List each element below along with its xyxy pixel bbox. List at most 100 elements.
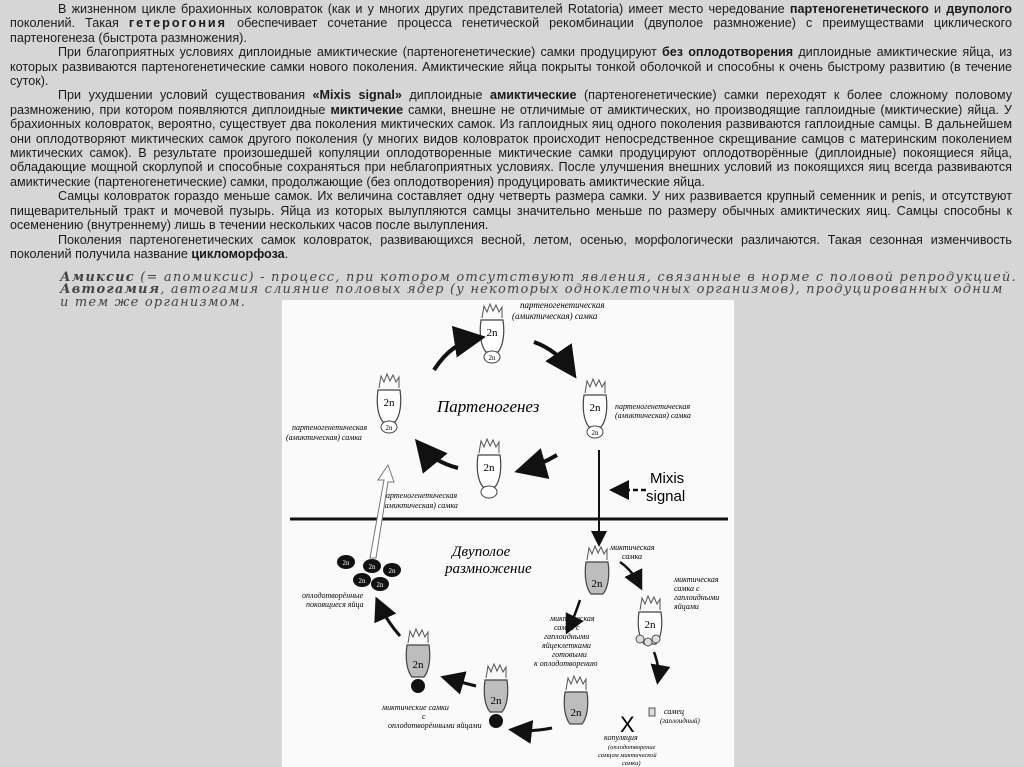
egg-label: 2n xyxy=(386,424,394,432)
cycle-arrow xyxy=(514,448,559,479)
copulation-label: (оплодотворение xyxy=(608,744,656,751)
mictic-haploid-label: миктическая xyxy=(673,575,719,584)
rotifer-life-cycle-diagram: 2n 2n партеногенетическая (амиктическая)… xyxy=(282,300,734,767)
left-female-label: партеногенетическая xyxy=(292,423,367,432)
paragraph-heterogony: В жизненном цикле брахионных коловраток … xyxy=(10,2,1012,45)
cycle-arrow xyxy=(619,560,643,591)
copulation-label: копуляция xyxy=(604,733,638,742)
term-bold: двуполого xyxy=(946,2,1012,16)
mictic-ready-label: к оплодотворению xyxy=(534,659,598,668)
ploidy-label: 2n xyxy=(487,327,499,339)
definition-text: (= апомиксис) - процесс, при котором отс… xyxy=(134,270,1017,285)
definition-term: Амиксис xyxy=(60,270,135,285)
ploidy-label: 2n xyxy=(571,707,583,719)
mictic-female-label: миктическая xyxy=(609,543,655,552)
bottom-female: 2n xyxy=(476,438,502,499)
para-text: диплоидные xyxy=(401,88,490,103)
mictic-female-ready: 2n xyxy=(563,675,589,725)
paragraph-mixis: При ухудшении условий существования «Mix… xyxy=(10,88,1012,189)
term-bold: партеногенетического xyxy=(789,2,929,16)
mictic-female-haploid: 2n xyxy=(635,595,663,647)
cycle-arrow xyxy=(440,671,477,695)
definition-autogamy: Автогамия, автогамия слияние половых яде… xyxy=(60,283,1010,309)
bottom-female-label: партеногенетическая xyxy=(382,491,457,500)
paragraph-cyclomorphosis: Поколения партеногенетических самок коло… xyxy=(10,233,1012,262)
mictic-female: 2n xyxy=(584,545,610,595)
parthenogenesis-label: Партеногенез xyxy=(436,397,540,416)
mictic-female-label: самка xyxy=(622,552,642,561)
para-text: При благоприятных условиях диплоидные ам… xyxy=(58,45,662,60)
term-bold: без оплодотворения xyxy=(661,45,794,60)
right-female-label: (амиктическая) самка xyxy=(615,411,691,420)
para-text: обеспечивает сочетание процесса генетиче… xyxy=(10,16,1012,45)
male-icon xyxy=(648,707,656,717)
left-female: 2n 2n xyxy=(376,373,402,434)
cycle-arrow xyxy=(533,340,577,379)
right-female: 2n 2n xyxy=(582,378,608,439)
mictic-ready-label: яйцеклетками xyxy=(541,641,591,650)
mictic-female-fertilized-1: 2n xyxy=(405,628,431,693)
egg-label: 2n xyxy=(389,567,397,575)
ploidy-label: 2n xyxy=(491,695,503,707)
term-bold: амиктические xyxy=(489,88,577,103)
cycle-arrow xyxy=(565,599,584,635)
cycle-arrow xyxy=(414,438,459,474)
right-female-label: партеногенетическая xyxy=(615,402,690,411)
para-text: (партеногенетические) самки переходят к … xyxy=(10,88,1012,117)
egg-label: 2n xyxy=(359,577,367,585)
para-text: При ухудшении условий существования xyxy=(58,88,313,103)
top-female-label: (амиктическая) самка xyxy=(512,311,598,321)
term-bold: «Mixis signal» xyxy=(312,88,402,103)
mictic-ready-label: самка с xyxy=(554,623,580,632)
top-female-label: партеногенетическая xyxy=(520,300,605,310)
cycle-arrow xyxy=(374,596,402,637)
male-label: (гаплоидный) xyxy=(660,717,700,725)
bottom-female-label: (амиктическая) самка xyxy=(382,501,458,510)
left-female-label: (амиктическая) самка xyxy=(286,433,362,442)
egg-label: 2n xyxy=(489,354,497,362)
cycle-arrow xyxy=(650,651,671,685)
para-text: самки, внешне не отличимые от амиктическ… xyxy=(10,102,1012,189)
para-text: Поколения партеногенетических самок коло… xyxy=(10,232,1012,261)
egg-label: 2n xyxy=(343,559,351,567)
cross-symbol: X xyxy=(620,712,635,737)
sexual-label: размножение xyxy=(444,561,532,577)
resting-eggs-label: оплодотворённые xyxy=(302,591,364,600)
mictic-fertilized-label: оплодотворёнными яйцами xyxy=(388,721,482,730)
mictic-fertilized-label: миктические самки xyxy=(381,703,449,712)
para-text: поколений. Такая xyxy=(10,16,129,31)
mictic-female-fertilized-2: 2n xyxy=(483,663,509,728)
para-text: и xyxy=(928,2,947,16)
paragraph-favorable: При благоприятных условиях диплоидные ам… xyxy=(10,45,1012,88)
para-text: . xyxy=(284,246,289,261)
mictic-fertilized-label: с xyxy=(422,712,426,721)
sexual-label: Двуполое xyxy=(450,544,511,560)
top-female: 2n 2n xyxy=(479,303,505,364)
ploidy-label: 2n xyxy=(592,578,604,590)
resting-eggs: 2n 2n 2n 2n 2n xyxy=(337,555,401,591)
ploidy-label: 2n xyxy=(590,402,602,414)
copulation-label: самки) xyxy=(622,760,641,767)
egg-label: 2n xyxy=(369,563,377,571)
para-text: диплоидные амиктические яйца, из которых… xyxy=(10,45,1013,89)
para-text: В жизненном цикле брахионных коловраток … xyxy=(58,2,790,16)
definition-term: Автогамия xyxy=(60,282,161,297)
copulation-label: самцом миктической xyxy=(598,752,657,759)
mixis-label: Mixis xyxy=(650,470,684,487)
mictic-haploid-label: яйцами xyxy=(673,602,699,611)
mictic-ready-label: готовыми xyxy=(552,650,587,659)
ploidy-label: 2n xyxy=(384,397,396,409)
ploidy-label: 2n xyxy=(645,619,657,631)
male-label: самец xyxy=(664,707,684,716)
paragraph-males: Самцы коловраток гораздо меньше самок. И… xyxy=(10,189,1012,232)
para-text: Самцы коловраток гораздо меньше самок. И… xyxy=(10,189,1012,233)
term-bold: миктичекие xyxy=(330,102,404,117)
cycle-arrow xyxy=(508,720,553,744)
mixis-label: signal xyxy=(646,488,685,505)
definition-text: , автогамия слияние половых ядер (у неко… xyxy=(60,282,1004,310)
text-block: В жизненном цикле брахионных коловраток … xyxy=(10,2,1012,261)
egg-label: 2n xyxy=(377,581,385,589)
ploidy-label: 2n xyxy=(484,462,496,474)
mictic-ready-label: гаплоидными xyxy=(544,632,589,641)
mictic-haploid-label: гаплоидными xyxy=(674,593,719,602)
